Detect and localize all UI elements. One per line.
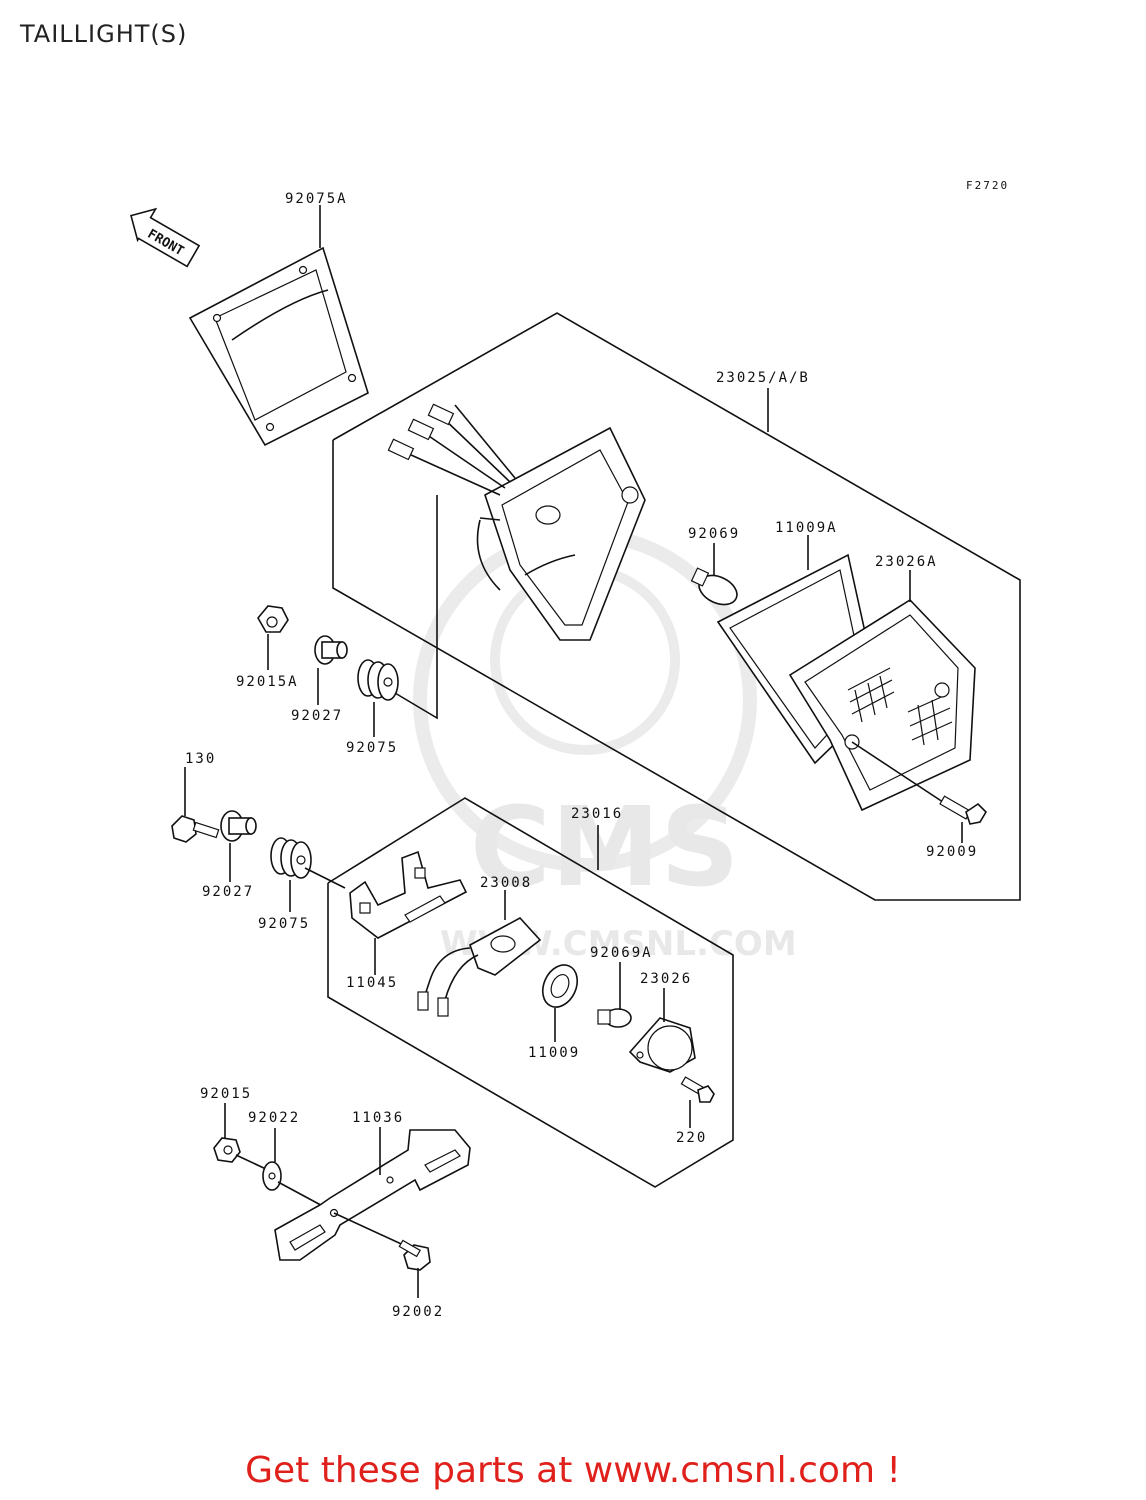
- collar-92027-mid: [220, 810, 257, 842]
- label-23016: 23016: [571, 806, 623, 822]
- taillight-group-frame: [332, 312, 1021, 901]
- label-130: 130: [185, 751, 216, 767]
- label-92027-mid: 92027: [202, 884, 254, 900]
- label-92069: 92069: [688, 526, 740, 542]
- grommet-92075-top: [357, 659, 399, 701]
- gasket-11009: [541, 964, 579, 1008]
- label-11009: 11009: [528, 1045, 580, 1061]
- collar-92027-top: [314, 635, 348, 665]
- lens-23026A: [788, 598, 976, 812]
- watermark-brand: CMS: [470, 783, 739, 911]
- bolt-130: [171, 815, 220, 843]
- bracket-11036: [274, 1129, 471, 1261]
- gasket-92075A: [188, 246, 369, 447]
- bulb-92069A: [597, 1008, 632, 1028]
- watermark: CMS WWW.CMSNL.COM: [413, 528, 797, 964]
- license-lamp-group-frame: [327, 797, 734, 1188]
- label-23008: 23008: [480, 875, 532, 891]
- label-220: 220: [676, 1130, 707, 1146]
- washer-92022: [262, 1161, 282, 1191]
- page-title: TAILLIGHT(S): [20, 20, 188, 48]
- label-92075-mid: 92075: [258, 916, 310, 932]
- label-92075A: 92075A: [285, 191, 348, 207]
- figure-code: F2720: [966, 179, 1009, 192]
- promo-link[interactable]: Get these parts at www.cmsnl.com !: [245, 1450, 901, 1491]
- label-11036: 11036: [352, 1110, 404, 1126]
- label-92002: 92002: [392, 1304, 444, 1320]
- nut-92015A: [257, 605, 289, 633]
- bracket-11045: [349, 850, 468, 939]
- lens-23026: [628, 1017, 696, 1073]
- bolt-92002: [398, 1239, 431, 1271]
- front-arrow-icon: FRONT: [130, 207, 201, 268]
- screw-220: [680, 1076, 715, 1103]
- label-23026: 23026: [640, 971, 692, 987]
- label-23026A: 23026A: [875, 554, 938, 570]
- label-92015A: 92015A: [236, 674, 299, 690]
- taillight-housing-23025: [387, 403, 646, 641]
- label-23025: 23025/A/B: [716, 370, 810, 386]
- label-92075-top: 92075: [346, 740, 398, 756]
- socket-23008: [417, 916, 542, 1017]
- label-11009A: 11009A: [775, 520, 838, 536]
- label-92009: 92009: [926, 844, 978, 860]
- label-92069A: 92069A: [590, 945, 653, 961]
- label-92027-top: 92027: [291, 708, 343, 724]
- grommet-92075-mid: [270, 837, 312, 879]
- screw-92009: [939, 795, 988, 825]
- bulb-92069: [690, 567, 738, 606]
- nut-92015: [213, 1137, 241, 1163]
- label-92015: 92015: [200, 1086, 252, 1102]
- label-92022: 92022: [248, 1110, 300, 1126]
- label-11045: 11045: [346, 975, 398, 991]
